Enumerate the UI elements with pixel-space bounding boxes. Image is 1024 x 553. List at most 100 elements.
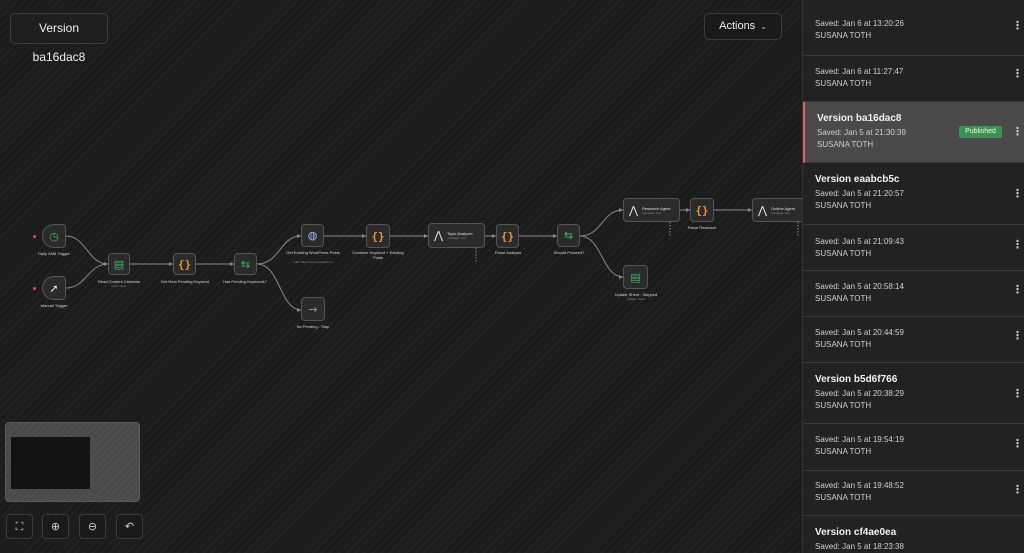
node-topic-analyzer-text: Topic Analyzer message: text <box>443 231 473 240</box>
version-user: SUSANA TOTH <box>815 79 872 88</box>
arrowhead <box>424 234 428 238</box>
arrowhead <box>297 308 301 312</box>
version-item[interactable]: Saved: Jan 5 at 21:09:43 SUSANA TOTH ⋮ <box>803 225 1024 271</box>
node-parse-research[interactable]: {} <box>690 198 714 222</box>
sheet-icon: ▤ <box>630 270 641 284</box>
version-user: SUSANA TOTH <box>815 340 872 349</box>
node-parse-analysis-label: Parse Analysis <box>494 250 522 255</box>
code-braces-icon: {} <box>500 229 515 243</box>
node-get-keyword[interactable]: {} <box>173 253 196 275</box>
node-daily-trigger[interactable]: ◷ <box>42 224 66 248</box>
version-saved-time: Saved: Jan 5 at 19:48:52 <box>815 481 904 490</box>
version-saved-time: Saved: Jan 5 at 20:58:14 <box>815 282 904 291</box>
node-read-calendar-sub: read: sheet <box>111 284 127 288</box>
minimap-viewport[interactable] <box>11 437 90 489</box>
undo-button[interactable]: ↶ <box>116 514 143 539</box>
version-item[interactable]: Saved: Jan 6 at 11:27:47 SUSANA TOTH ⋮ <box>803 56 1024 102</box>
version-saved-time: Saved: Jan 5 at 21:09:43 <box>815 237 904 246</box>
more-vertical-icon[interactable]: ⋮ <box>1012 238 1023 251</box>
node-get-wp-posts[interactable]: ◍ <box>301 224 324 247</box>
more-vertical-icon[interactable]: ⋮ <box>1012 67 1023 80</box>
chevron-down-icon: ⌄ <box>760 22 767 31</box>
ai-agent-icon: ⋀ <box>434 229 444 242</box>
node-outline-agent-sub: message: text <box>771 210 790 215</box>
actions-label: Actions <box>719 20 756 32</box>
version-item[interactable]: Saved: Jan 5 at 19:48:52 SUSANA TOTH ⋮ <box>803 471 1024 516</box>
node-combine-label: Combine Keyword + Existing Posts <box>352 250 404 260</box>
arrow-right-icon: → <box>308 302 318 316</box>
version-saved-time: Saved: Jan 5 at 19:54:19 <box>815 435 904 444</box>
node-read-calendar[interactable]: ▤ <box>108 253 130 275</box>
code-braces-icon: {} <box>371 229 385 243</box>
edge-proceed-to-research <box>579 209 624 237</box>
version-user: SUSANA TOTH <box>815 31 872 40</box>
version-user: SUSANA TOTH <box>815 447 872 456</box>
node-combine[interactable]: {} <box>366 224 390 248</box>
node-research-agent[interactable]: ⋀ Research Agent message: text <box>623 198 680 222</box>
workflow-canvas[interactable]: Version ba16dac8 Actions⌄ ◷ Daily 9AM Tr… <box>0 0 802 553</box>
node-should-proceed-label: Should Proceed? <box>553 250 585 255</box>
more-vertical-icon[interactable]: ⋮ <box>1012 125 1023 138</box>
node-no-pending[interactable]: → <box>301 297 325 321</box>
more-vertical-icon[interactable]: ⋮ <box>1012 437 1023 450</box>
node-read-calendar-label: Read Content Calendar <box>97 279 141 284</box>
arrowhead <box>104 262 108 266</box>
version-user: SUSANA TOTH <box>817 140 874 149</box>
version-name: Version eaabcb5c <box>815 174 900 185</box>
trigger-indicator <box>33 235 36 238</box>
node-parse-analysis[interactable]: {} <box>496 224 519 248</box>
arrowhead <box>492 234 496 238</box>
node-get-wp-posts-sub: GET: https://www.example.co <box>293 260 333 264</box>
node-research-agent-sub: message: text <box>642 210 661 215</box>
cursor-icon: ➚ <box>49 281 59 295</box>
version-saved-time: Saved: Jan 6 at 13:20:26 <box>815 19 904 28</box>
node-has-pending[interactable]: ⇆ <box>234 253 257 275</box>
version-item[interactable]: Saved: Jan 5 at 20:58:14 SUSANA TOTH ⋮ <box>803 271 1024 317</box>
minimap[interactable] <box>5 422 140 502</box>
arrowhead <box>362 234 366 238</box>
undo-icon: ↶ <box>124 520 135 533</box>
version-item[interactable]: Saved: Jan 6 at 13:20:26 SUSANA TOTH ⋮ <box>803 0 1024 56</box>
version-saved-time: Saved: Jan 5 at 20:38:29 <box>815 389 904 398</box>
clock-icon: ◷ <box>49 229 59 243</box>
version-item[interactable]: Saved: Jan 5 at 20:44:59 SUSANA TOTH ⋮ <box>803 317 1024 363</box>
node-manual-trigger-label: Manual Trigger <box>40 303 68 308</box>
more-vertical-icon[interactable]: ⋮ <box>1012 329 1023 342</box>
branch-icon: ⇆ <box>240 257 251 271</box>
version-item[interactable]: Version cf4ae0ea Saved: Jan 5 at 18:23:3… <box>803 516 1024 553</box>
version-name: Version cf4ae0ea <box>815 527 897 538</box>
node-topic-analyzer[interactable]: ⋀ Topic Analyzer message: text <box>428 223 485 248</box>
node-parse-research-label: Parse Research <box>687 225 717 230</box>
more-vertical-icon[interactable]: ⋮ <box>1012 187 1023 200</box>
version-item[interactable]: Version b5d6f766 Saved: Jan 5 at 20:38:2… <box>803 363 1024 424</box>
actions-button[interactable]: Actions ⌄ <box>704 13 782 40</box>
node-outline-agent[interactable]: ⋀ Outline Agent message: text <box>752 198 802 222</box>
version-title: Version ba16dac8 <box>10 13 108 64</box>
node-outline-agent-text: Outline Agent message: text <box>767 206 795 215</box>
arrowhead <box>230 262 234 266</box>
version-item[interactable]: Saved: Jan 5 at 19:54:19 SUSANA TOTH ⋮ <box>803 424 1024 471</box>
node-should-proceed[interactable]: ⇆ <box>557 224 580 247</box>
version-saved-time: Saved: Jan 5 at 18:23:38 <box>815 542 904 551</box>
more-vertical-icon[interactable]: ⋮ <box>1012 387 1023 400</box>
node-manual-trigger[interactable]: ➚ <box>42 276 66 300</box>
node-update-sheet-label: Update Sheet - Skipped <box>614 292 658 297</box>
zoom-out-button[interactable]: ⊖ <box>79 514 106 539</box>
fit-view-button[interactable]: ⛶ <box>6 514 33 539</box>
more-vertical-icon[interactable]: ⋮ <box>1012 283 1023 296</box>
node-no-pending-label: No Pending - Stop <box>296 324 330 329</box>
version-history-panel[interactable]: Saved: Jan 6 at 13:20:26 SUSANA TOTH ⋮ S… <box>802 0 1024 553</box>
node-update-sheet[interactable]: ▤ <box>623 265 648 289</box>
version-item[interactable]: Version eaabcb5c Saved: Jan 5 at 21:20:5… <box>803 163 1024 225</box>
more-vertical-icon[interactable]: ⋮ <box>1012 19 1023 32</box>
zoom-in-icon: ⊕ <box>50 520 61 533</box>
arrowhead <box>619 275 623 279</box>
node-research-agent-label: Research Agent <box>642 205 671 211</box>
zoom-in-button[interactable]: ⊕ <box>42 514 69 539</box>
more-vertical-icon[interactable]: ⋮ <box>1012 483 1023 496</box>
arrowhead <box>553 234 557 238</box>
node-topic-analyzer-sub: message: text <box>447 236 466 240</box>
version-name: Version b5d6f766 <box>815 374 898 385</box>
version-item-selected[interactable]: Version ba16dac8 Saved: Jan 5 at 21:30:3… <box>803 102 1024 163</box>
node-topic-analyzer-label: Topic Analyzer <box>447 231 473 236</box>
